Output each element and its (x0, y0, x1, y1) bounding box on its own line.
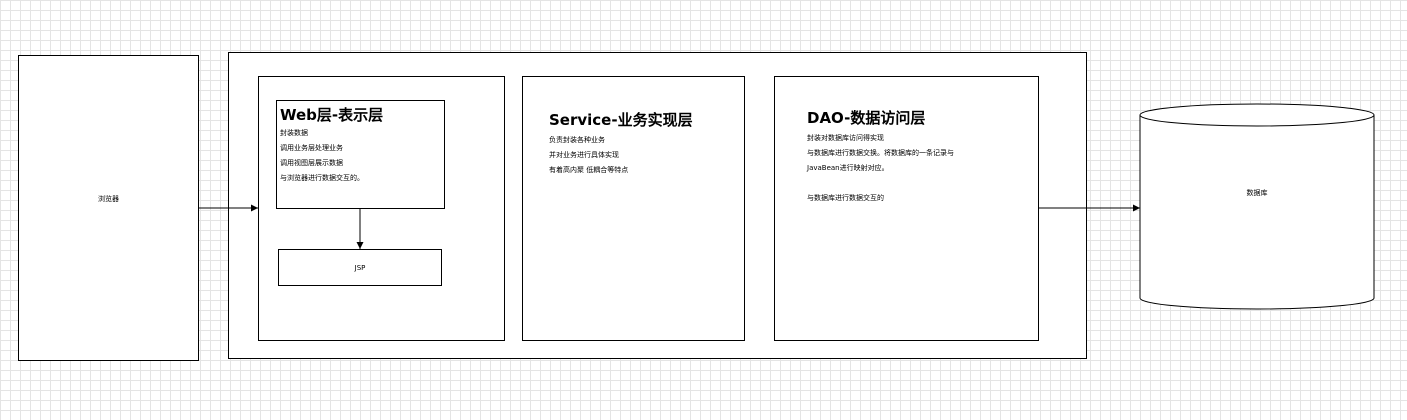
web-layer-line: 封装数据 (280, 129, 308, 137)
jsp-box: JSP (278, 249, 442, 286)
browser-node: 浏览器 (18, 55, 199, 361)
service-layer-line: 负责封装各种业务 (549, 136, 605, 144)
dao-layer-line: 封装对数据库访问得实现 (807, 134, 884, 142)
web-layer-line: 调用视图层展示数据 (280, 159, 343, 167)
dao-layer-box: DAO-数据访问层 封装对数据库访问得实现 与数据库进行数据交换。将数据库的一条… (774, 76, 1039, 341)
jsp-label: JSP (354, 263, 366, 272)
dao-layer-line: JavaBean进行映射对应。 (807, 164, 889, 172)
web-layer-title: Web层-表示层 (280, 106, 384, 124)
service-layer-title: Service-业务实现层 (549, 111, 693, 129)
database-cylinder (1139, 103, 1375, 310)
dao-layer-line: 与数据库进行数据交互的 (807, 194, 884, 202)
web-layer-line: 与浏览器进行数据交互的。 (280, 174, 364, 182)
service-layer-line: 并对业务进行具体实现 (549, 151, 619, 159)
dao-layer-line: 与数据库进行数据交换。将数据库的一条记录与 (807, 149, 954, 157)
web-layer-box: Web层-表示层 封装数据 调用业务层处理业务 调用视图层展示数据 与浏览器进行… (276, 100, 445, 209)
database-label: 数据库 (1246, 189, 1268, 197)
service-layer-box: Service-业务实现层 负责封装各种业务 并对业务进行具体实现 有着高内聚 … (522, 76, 745, 341)
service-layer-line: 有着高内聚 低耦合等特点 (549, 166, 629, 174)
web-layer-description: 封装数据 调用业务层处理业务 调用视图层展示数据 与浏览器进行数据交互的。 (280, 126, 364, 186)
dao-layer-title: DAO-数据访问层 (807, 109, 926, 127)
web-layer-line: 调用业务层处理业务 (280, 144, 343, 152)
browser-label: 浏览器 (98, 194, 119, 203)
service-layer-description: 负责封装各种业务 并对业务进行具体实现 有着高内聚 低耦合等特点 (549, 133, 628, 178)
dao-layer-description: 封装对数据库访问得实现 与数据库进行数据交换。将数据库的一条记录与 JavaBe… (807, 131, 954, 206)
